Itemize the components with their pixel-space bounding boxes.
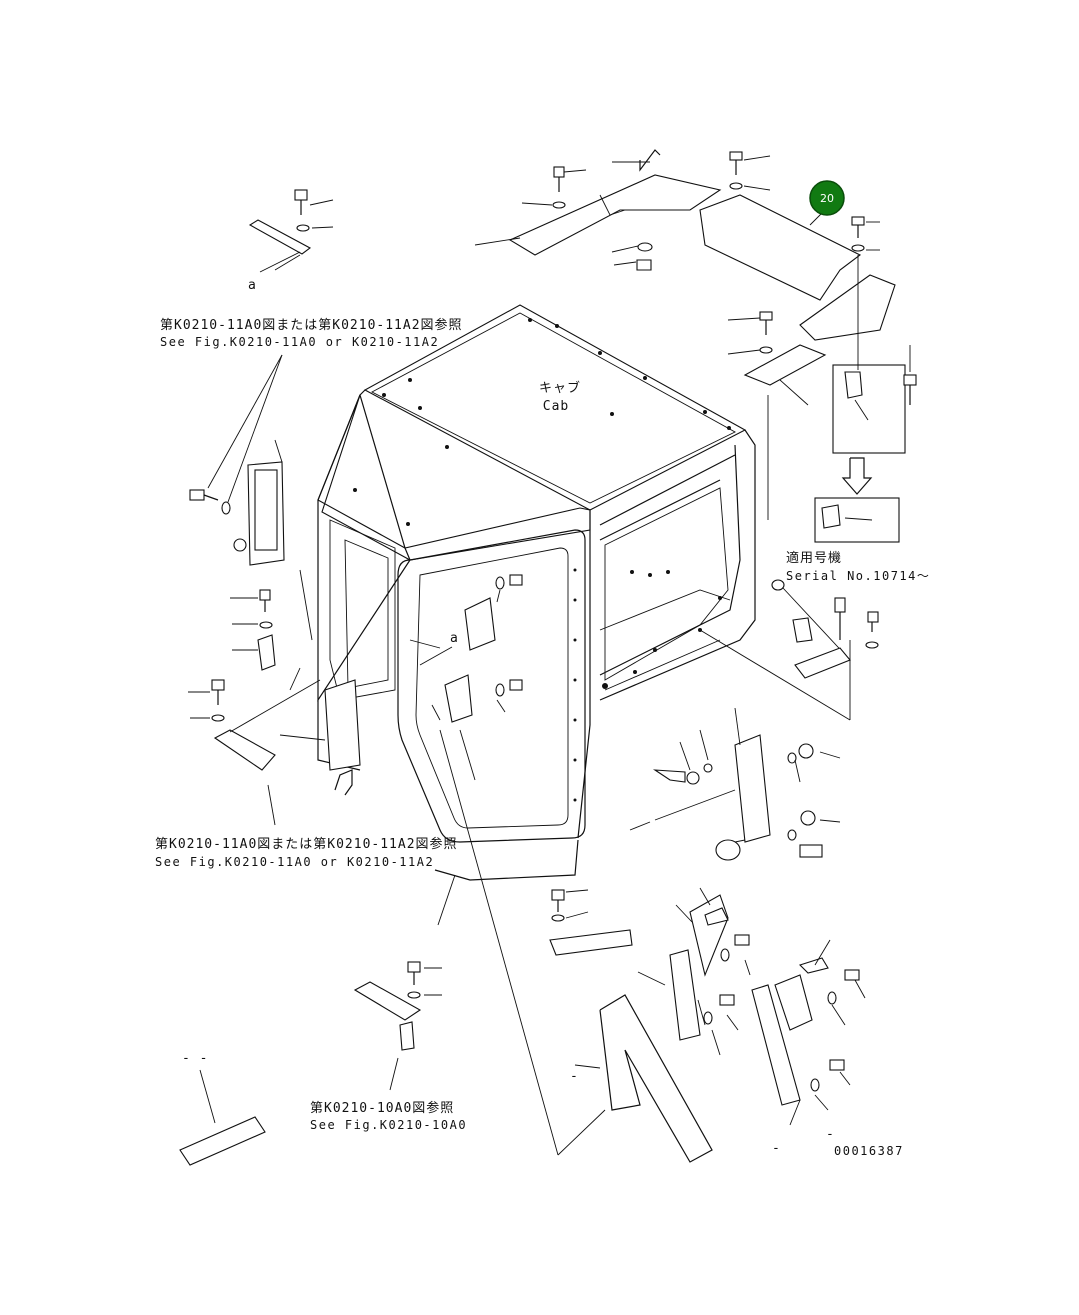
bracket-channel (743, 344, 827, 386)
leader-line (854, 399, 869, 421)
cab-right-inner (599, 444, 741, 676)
door-handle (464, 597, 496, 651)
dash-label-right-1: - (772, 1141, 781, 1156)
detail-part (844, 371, 863, 399)
lower-parts (179, 729, 866, 1166)
leader-line (474, 237, 521, 246)
dash-label-right-2: - (826, 1127, 835, 1142)
cab-right-top-rail-inner (599, 479, 721, 541)
detail-part (821, 504, 841, 529)
rear-lock-group (629, 707, 841, 861)
ref-note-mid-ja: 第K0210-11A0図または第K0210-11A2図参照 (155, 836, 458, 852)
cab-label-en: Cab (543, 399, 569, 414)
cab-center-pillar (577, 510, 591, 839)
detail-a-label-cab: a (450, 631, 459, 646)
callout-number[interactable]: 20 (820, 192, 834, 205)
door-seal-strip (434, 839, 579, 881)
ref-note-top-ja: 第K0210-11A0図または第K0210-11A2図参照 (160, 317, 463, 333)
cab-door-window (415, 547, 569, 829)
lower-seal-group (334, 769, 579, 926)
floor-bolts (602, 570, 722, 689)
cab-left-window (329, 519, 396, 701)
roof-cover-panel (508, 174, 722, 256)
mount-plate (689, 894, 729, 977)
ref-note-bottom-en: See Fig.K0210-10A0 (310, 1118, 467, 1132)
cab-right-pillar (599, 429, 756, 701)
ref-arrows (207, 254, 453, 826)
dash-label-left: - - (182, 1051, 208, 1066)
roof-bolts (353, 318, 731, 526)
cab-body (317, 304, 756, 843)
seal-plate (257, 634, 276, 671)
detail-box-top (832, 364, 906, 454)
serial-label-en: Serial No.10714～ (786, 569, 930, 583)
callout-circle[interactable] (809, 180, 845, 216)
dash-label-strip: - (570, 1069, 579, 1084)
serial-label-ja: 適用号機 (786, 550, 842, 566)
door-latch (444, 674, 473, 723)
bolt-group-left-panel (188, 439, 326, 771)
callout-20[interactable]: 20 (809, 180, 845, 216)
text-layer: キャブ Cab 第K0210-11A0図または第K0210-11A2図参照 Se… (155, 278, 930, 1158)
cab-floor-edge (599, 589, 731, 631)
grease-tube (179, 1116, 266, 1166)
lock-inner (254, 469, 278, 551)
cab-label-ja: キャブ (539, 380, 581, 396)
mount-bracket-right (774, 974, 813, 1031)
detail-a-label-top: a (248, 278, 257, 293)
front-cover-part-20 (699, 194, 862, 301)
weather-strip (599, 994, 713, 1163)
bolt-group-top-left (248, 189, 334, 273)
detail-arrow-down (841, 457, 873, 495)
cab-left-edge (317, 394, 411, 703)
door-handle-group (409, 574, 523, 723)
leader-line (844, 517, 873, 521)
rear-lock-plate (734, 734, 771, 843)
stay-bracket (213, 729, 276, 771)
bolt-group-top-right (727, 151, 917, 405)
leader-line (779, 379, 809, 406)
cab-roof-inner (371, 312, 736, 504)
detail-frame (832, 364, 906, 454)
cab-floor-lower (604, 639, 721, 691)
cab-right-window (604, 487, 729, 681)
cab-left-window-inner (344, 539, 389, 689)
roof-cover-fold (599, 194, 626, 216)
hook-bracket (639, 149, 661, 172)
cab-door-frame (397, 529, 586, 843)
bolt-group-top-center (521, 166, 653, 271)
cab-right-top-rail (599, 454, 736, 526)
drawing-number: 00016387 (834, 1144, 904, 1158)
bracket-right (743, 274, 896, 520)
hook-rod (334, 769, 353, 796)
mount-bracket (669, 949, 701, 1041)
door-hinge-dots (573, 568, 577, 802)
ref-note-mid-en: See Fig.K0210-11A0 or K0210-11A2 (155, 855, 434, 869)
serial-parts (699, 579, 879, 721)
cab-left-pillar (359, 389, 411, 561)
ref-note-top-en: See Fig.K0210-11A0 or K0210-11A2 (160, 335, 439, 349)
roof-cover-left (474, 149, 722, 256)
detail-box-bottom (814, 497, 900, 543)
ref-note-bottom-ja: 第K0210-10A0図参照 (310, 1100, 454, 1116)
cab-left-pillar-lower (324, 679, 361, 771)
